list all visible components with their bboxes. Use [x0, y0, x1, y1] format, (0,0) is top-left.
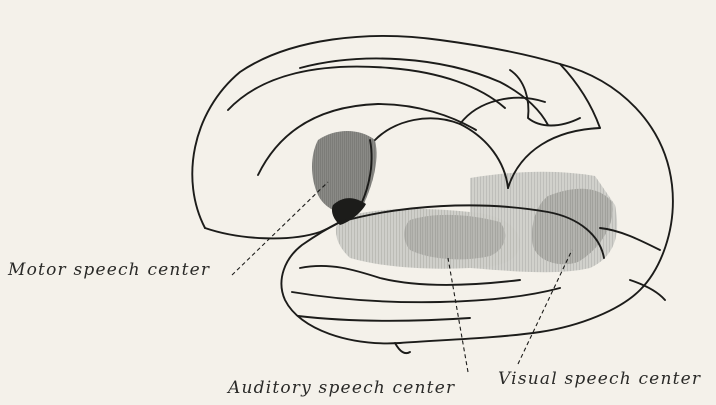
auditory-leader-line	[448, 258, 468, 372]
motor-speech-center-label: Motor speech center	[8, 262, 210, 279]
auditory-core-shading	[404, 215, 505, 259]
auditory-speech-center-label: Auditory speech center	[228, 380, 455, 397]
motor-leader-line	[232, 182, 328, 275]
visual-speech-center-label: Visual speech center	[498, 371, 701, 388]
